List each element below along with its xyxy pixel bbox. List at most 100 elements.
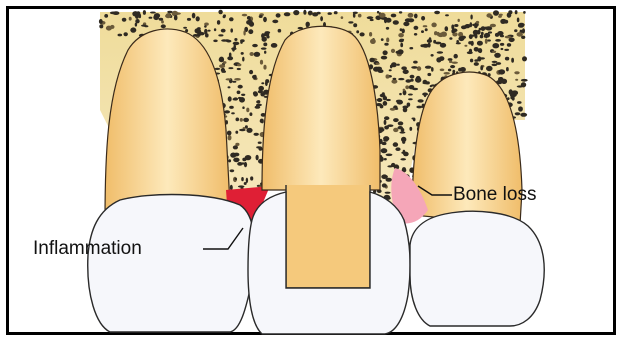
bone-particle-icon [167,11,172,13]
bone-particle-icon [422,82,428,84]
bone-particle-icon [427,73,431,76]
bone-loss-label: Bone loss [453,185,536,204]
bone-particle-icon [261,47,267,49]
bone-particle-icon [429,37,432,42]
bone-particle-icon [224,110,230,113]
bone-particle-icon [408,98,413,100]
bone-particle-icon [235,178,238,180]
bone-particle-icon [414,26,419,30]
bone-particle-icon [228,86,231,88]
bone-particle-icon [435,42,441,45]
bone-particle-icon [231,47,236,50]
bone-particle-icon [449,60,452,63]
bone-particle-icon [410,75,415,79]
bone-particle-icon [122,18,127,22]
bone-particle-icon [390,108,396,111]
bone-particle-icon [487,39,491,41]
bone-particle-icon [386,178,392,182]
bone-particle-icon [470,59,473,63]
bone-particle-icon [237,91,241,95]
bone-particle-icon [141,25,147,27]
bone-particle-icon [228,67,233,69]
bone-particle-icon [493,10,499,16]
bone-particle-icon [466,24,470,26]
bone-particle-icon [514,29,517,32]
bone-particle-icon [444,72,450,75]
bone-particle-icon [521,82,526,87]
bone-particle-icon [391,62,397,67]
bone-particle-icon [334,11,338,14]
bone-particle-icon [484,33,490,38]
bone-particle-icon [408,13,414,18]
bone-particle-icon [228,96,232,101]
bone-particle-icon [417,66,421,71]
bone-particle-icon [183,27,187,29]
bone-particle-icon [353,23,357,27]
bone-particle-icon [161,24,166,28]
bone-particle-icon [243,118,249,122]
bone-particle-icon [485,39,488,44]
bone-particle-icon [471,35,475,37]
bone-particle-icon [256,155,259,161]
bone-particle-icon [437,51,443,54]
bone-particle-icon [229,106,234,109]
bone-particle-icon [264,51,266,54]
bone-particle-icon [242,106,244,109]
bone-particle-icon [249,112,252,116]
bone-particle-icon [238,85,243,89]
bone-particle-icon [480,66,483,71]
bone-particle-icon [204,29,207,35]
bone-particle-icon [399,93,402,95]
bone-particle-icon [214,28,216,31]
bone-particle-icon [384,126,389,130]
bone-particle-icon [165,14,171,18]
bone-particle-icon [445,14,449,16]
bone-particle-icon [348,21,353,23]
bone-particle-icon [370,19,374,21]
bone-particle-icon [360,32,365,36]
bone-particle-icon [398,121,404,125]
bone-particle-icon [240,118,243,122]
bone-particle-icon [230,185,233,190]
bone-particle-icon [230,28,233,32]
bone-particle-icon [99,19,103,24]
bone-particle-icon [228,159,231,162]
bone-particle-icon [153,15,159,20]
bone-particle-icon [187,18,191,21]
bone-particle-icon [254,52,261,57]
bone-particle-icon [245,155,252,160]
bone-particle-icon [411,66,417,69]
bone-particle-icon [523,11,526,14]
bone-particle-icon [241,177,244,181]
bone-particle-icon [497,31,503,36]
bone-particle-icon [478,48,482,52]
bone-particle-icon [229,17,234,21]
bone-particle-icon [398,33,404,37]
bone-particle-icon [238,97,241,99]
bone-particle-icon [476,21,479,24]
bone-particle-icon [217,20,220,25]
bone-particle-icon [383,50,388,55]
bone-particle-icon [241,94,245,96]
bone-particle-icon [470,15,472,20]
bone-particle-icon [472,24,475,26]
bone-particle-icon [391,14,397,18]
bone-particle-icon [384,175,388,178]
bone-particle-icon [243,30,245,35]
bone-particle-icon [135,23,137,27]
bone-particle-icon [401,66,407,70]
bone-particle-icon [293,10,299,15]
bone-particle-icon [393,128,398,132]
bone-particle-icon [218,10,222,15]
bone-particle-icon [238,185,245,187]
bone-particle-icon [418,99,424,102]
bone-particle-icon [405,18,412,22]
bone-particle-icon [263,65,266,70]
bone-particle-icon [386,74,390,78]
bone-particle-icon [511,58,514,63]
bone-particle-icon [240,39,245,42]
bone-particle-icon [490,24,496,28]
bone-particle-icon [409,85,415,89]
bone-particle-icon [398,49,404,54]
bone-particle-icon [403,150,406,155]
